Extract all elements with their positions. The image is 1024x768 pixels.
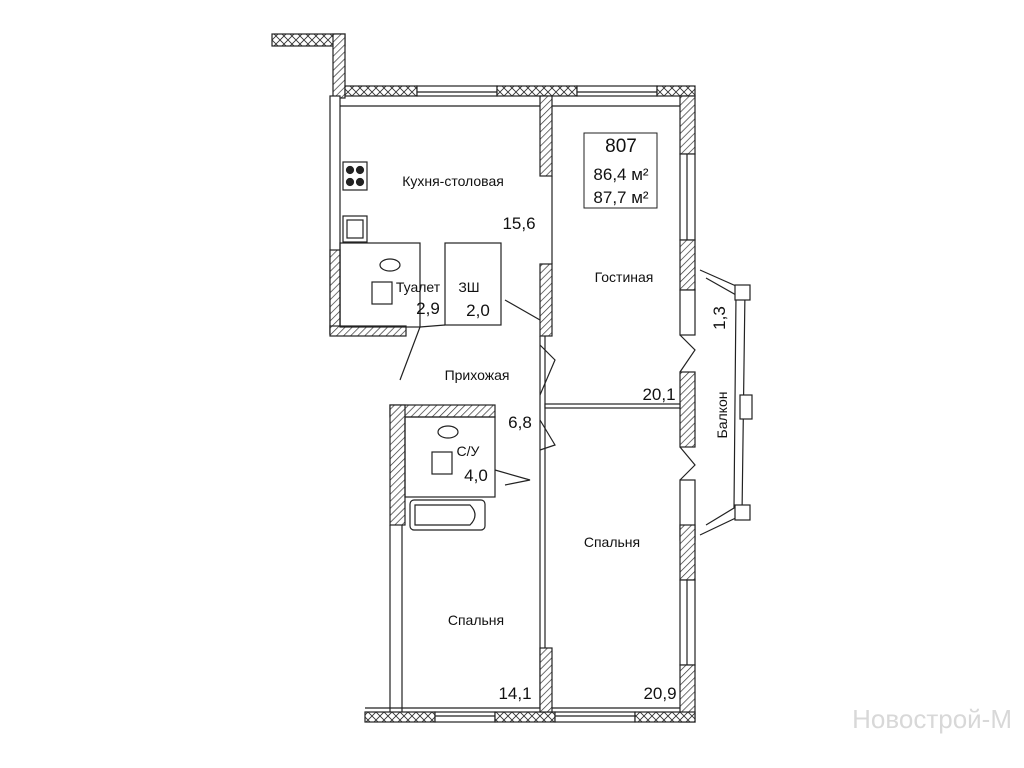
apartment-area-2: 87,7 м²: [593, 188, 648, 207]
room-area-balcony: 1,3: [710, 306, 729, 330]
watermark: Новострой-М: [852, 704, 1012, 734]
room-area-zsh: 2,0: [466, 301, 490, 320]
room-area-living: 20,1: [642, 385, 675, 404]
walls: [271, 33, 753, 723]
apartment-number: 807: [605, 136, 637, 157]
room-area-kitchen: 15,6: [502, 214, 535, 233]
room-name-balcony: Балкон: [714, 392, 730, 439]
room-area-bedroom-left: 14,1: [498, 684, 531, 703]
room-area-toilet: 2,9: [416, 299, 440, 318]
apartment-info-box: [583, 132, 658, 209]
room-name-hallway: Прихожая: [445, 367, 510, 383]
room-name-kitchen: Кухня-столовая: [402, 173, 504, 189]
room-area-bathroom: 4,0: [464, 466, 488, 485]
room-area-hallway: 6,8: [508, 413, 532, 432]
apartment-area-1: 86,4 м²: [593, 165, 648, 184]
room-name-toilet: Туалет: [396, 279, 441, 295]
room-name-bedroom-left: Спальня: [448, 612, 504, 628]
room-name-zsh: ЗШ: [458, 279, 479, 295]
room-name-bathroom: С/У: [457, 443, 480, 459]
room-name-living: Гостиная: [595, 269, 654, 285]
room-area-bedroom-right: 20,9: [643, 684, 676, 703]
room-name-bedroom-right: Спальня: [584, 534, 640, 550]
